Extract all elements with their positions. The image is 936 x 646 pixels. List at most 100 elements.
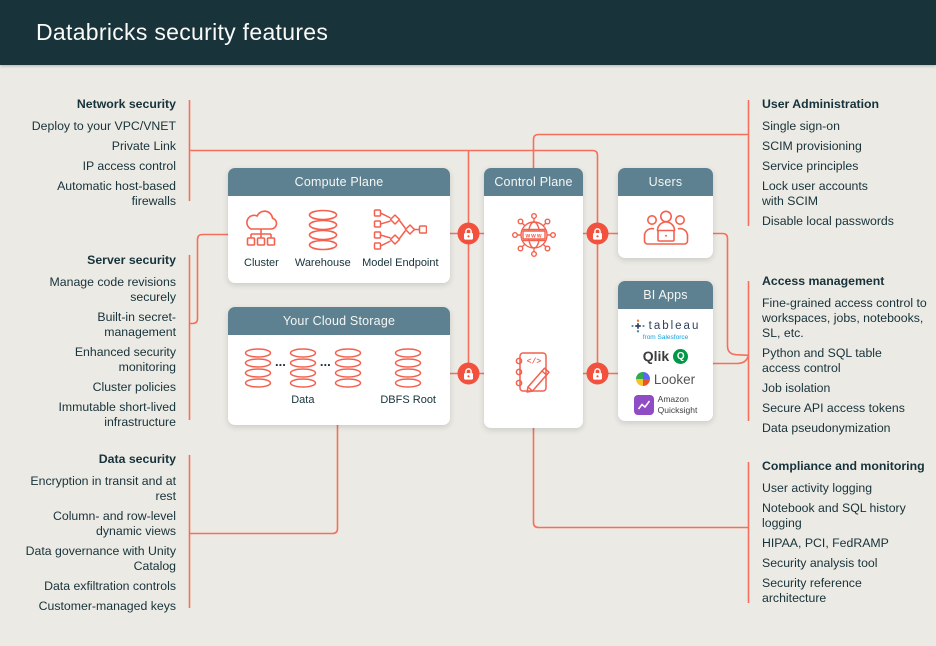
- www-label: www: [524, 233, 542, 239]
- list-item: Automatic host-based firewalls: [57, 179, 176, 208]
- cluster-icon: [246, 210, 278, 246]
- ellipsis: ...: [319, 353, 331, 369]
- compute-plane-body: Cluster Warehouse: [228, 196, 450, 269]
- list-item: Fine-grained access control to workspace…: [762, 296, 927, 340]
- list-item: Data exfiltration controls: [44, 579, 176, 593]
- lock-icon: [586, 362, 609, 385]
- cloud-storage-body: ... ... Data: [228, 335, 450, 406]
- warehouse-item: Warehouse: [295, 208, 351, 269]
- section-title: User Administration: [762, 97, 880, 111]
- panel-users: Users: [618, 168, 713, 258]
- section-data-security: Data security Encryption in transit and …: [24, 452, 176, 619]
- list-item: User activity logging: [762, 481, 873, 495]
- users-body: [618, 196, 713, 258]
- line-biapps-to-access: [713, 356, 749, 365]
- quicksight-icon: [633, 394, 654, 415]
- quicksight-line1: Amazon: [657, 394, 689, 405]
- code-label: </>: [527, 358, 542, 367]
- database-icon: [394, 348, 422, 388]
- list-item: IP access control: [82, 159, 176, 173]
- panel-header: Your Cloud Storage: [228, 307, 450, 335]
- database-icon: [289, 348, 317, 388]
- tableau-wordmark: tableau: [648, 319, 701, 332]
- section-title: Network security: [76, 97, 176, 111]
- quicksight-line2: Quicksight: [657, 404, 698, 415]
- line-server-to-compute: [189, 233, 228, 325]
- title-band: Databricks security features: [0, 0, 936, 65]
- model-endpoint-item: Model Endpoint: [362, 208, 439, 269]
- section-compliance: Compliance and monitoring User activity …: [762, 459, 934, 611]
- list-item: Deploy to your VPC/VNET: [31, 119, 176, 133]
- web-network-icon: www: [511, 212, 557, 258]
- list-item: Secure API access tokens: [762, 401, 905, 415]
- database-icon: [334, 348, 361, 388]
- list-item: Immutable short-lived infrastructure: [58, 400, 176, 429]
- model-endpoint-icon: [374, 209, 428, 250]
- list-item: Service principles: [762, 159, 859, 173]
- icon-label: Cluster: [244, 257, 279, 269]
- panel-header: Control Plane: [484, 168, 583, 196]
- page-title: Databricks security features: [36, 19, 329, 45]
- panel-cloud-storage: Your Cloud Storage ...: [228, 307, 450, 425]
- from-salesforce-label: from Salesforce: [642, 333, 689, 341]
- panel-compute-plane: Compute Plane Cluster: [228, 168, 450, 283]
- section-network-security: Network security Deploy to your VPC/VNET…: [28, 97, 176, 214]
- section-title: Compliance and monitoring: [762, 459, 925, 473]
- qlik-q-icon: Q: [673, 348, 689, 364]
- icon-label: Model Endpoint: [362, 257, 439, 269]
- qlik-logo: Qlik Q: [643, 348, 689, 364]
- line-control-to-compliance: [532, 428, 749, 529]
- cluster-item: Cluster: [239, 210, 283, 269]
- list-item: Enhanced security monitoring: [74, 345, 176, 374]
- lock-icon: [457, 362, 480, 385]
- list-item: SCIM provisioning: [762, 139, 862, 153]
- dbfs-root-item: DBFS Root: [380, 347, 436, 406]
- section-title: Data security: [98, 452, 176, 466]
- section-title: Access management: [762, 274, 885, 288]
- list-item: Lock user accounts with SCIM: [762, 179, 868, 208]
- looker-icon: [635, 372, 650, 387]
- panel-header: Users: [618, 168, 713, 196]
- list-item: Disable local passwords: [762, 214, 894, 228]
- list-item: Cluster policies: [92, 380, 176, 394]
- tableau-icon: [631, 319, 645, 333]
- list-item: Python and SQL table access control: [762, 346, 882, 375]
- section-user-administration: User Administration Single sign-on SCIM …: [762, 97, 922, 234]
- list-item: Data pseudonymization: [762, 421, 891, 435]
- list-item: Security reference architecture: [762, 576, 862, 605]
- section-server-security: Server security Manage code revisions se…: [28, 253, 176, 435]
- quicksight-label: Amazon Quicksight: [658, 394, 698, 415]
- users-icon: [643, 210, 688, 245]
- list-item: Single sign-on: [762, 119, 840, 133]
- list-item: Customer-managed keys: [38, 599, 176, 613]
- panel-header: BI Apps: [618, 281, 713, 309]
- looker-logo: Looker: [635, 371, 696, 387]
- looker-wordmark: Looker: [653, 371, 696, 387]
- ellipsis: ...: [275, 353, 286, 369]
- list-item: Column- and row-level dynamic views: [52, 509, 176, 538]
- warehouse-icon: [308, 209, 338, 251]
- panel-control-plane: Control Plane www: [484, 168, 583, 428]
- line-data-to-storage: [189, 425, 339, 535]
- panel-bi-apps: BI Apps tableau from Salesfor: [618, 281, 713, 421]
- list-item: Data governance with Unity Catalog: [25, 544, 176, 573]
- list-item: Private Link: [111, 139, 176, 153]
- list-item: Built-in secret-management: [97, 310, 176, 339]
- data-item: ... ... Data: [242, 347, 364, 406]
- list-item: Notebook and SQL history logging: [762, 501, 906, 530]
- list-item: Security analysis tool: [762, 556, 878, 570]
- lock-icon: [457, 222, 480, 245]
- list-item: HIPAA, PCI, FedRAMP: [762, 536, 889, 550]
- database-icon: [244, 348, 272, 388]
- lock-icon: [586, 222, 609, 245]
- quicksight-logo: Amazon Quicksight: [633, 394, 698, 415]
- list-item: Manage code revisions securely: [49, 275, 176, 304]
- icon-label: Data: [291, 394, 315, 406]
- notebook-code-icon: </>: [515, 352, 550, 393]
- panel-header: Compute Plane: [228, 168, 450, 196]
- section-title: Server security: [87, 253, 176, 267]
- line-users-to-access: [713, 232, 749, 357]
- control-plane-body: www </>: [484, 196, 583, 428]
- section-access-management: Access management Fine-grained access co…: [762, 274, 934, 441]
